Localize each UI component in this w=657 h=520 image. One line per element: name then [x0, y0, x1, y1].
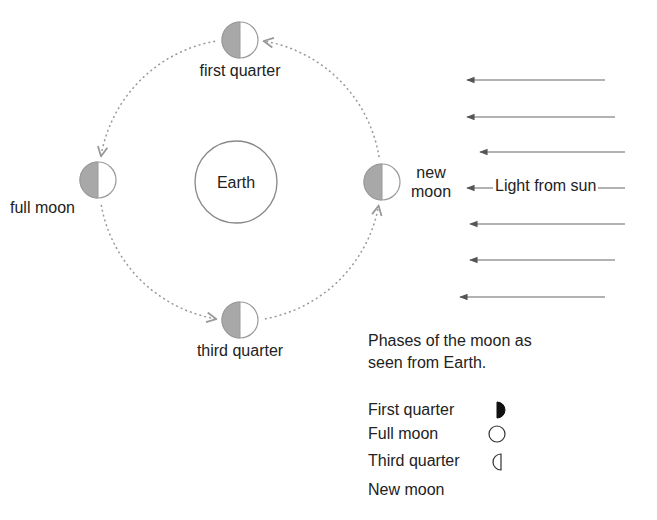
moon-shape	[221, 21, 259, 59]
light-ray	[470, 223, 625, 224]
orbit-arrow	[101, 41, 215, 155]
moon-outline	[80, 162, 116, 198]
moon-node: third quarter	[221, 301, 259, 339]
moon-dark-half	[80, 162, 98, 198]
orbit-arrow	[265, 41, 379, 157]
phase-label: new moon	[409, 163, 453, 201]
moon-dark-half	[222, 302, 240, 338]
moon-node: new moon	[363, 163, 401, 201]
moon-shape	[221, 301, 259, 339]
light-ray	[467, 116, 615, 117]
moon-outline	[222, 302, 258, 338]
earth-circle: Earth	[194, 140, 278, 224]
moon-shape	[79, 161, 117, 199]
moon-node: first quarter	[221, 21, 259, 59]
legend-text: New moon	[366, 480, 446, 499]
phase-label: third quarter	[195, 341, 285, 360]
moon-dark-half	[222, 22, 240, 58]
legend-heading: Phases of the moon as seen from Earth.	[366, 330, 560, 374]
legend-text: First quarter	[366, 400, 456, 419]
earth-outline	[195, 141, 277, 223]
orbit-arrow	[265, 207, 379, 319]
light-label: Light from sun	[493, 176, 598, 195]
moon-outline	[364, 164, 400, 200]
light-ray	[467, 79, 605, 80]
legend-text: Full moon	[366, 424, 440, 443]
light-ray	[460, 296, 605, 297]
full-moon-symbol	[489, 426, 505, 442]
earth-label: Earth	[215, 173, 257, 192]
phase-label: full moon	[8, 198, 77, 217]
moon-outline	[222, 22, 258, 58]
light-ray	[470, 259, 615, 260]
phase-label: first quarter	[198, 61, 283, 80]
legend-text: Third quarter	[366, 451, 462, 470]
light-ray	[480, 151, 625, 152]
moon-shape	[363, 163, 401, 201]
orbit-arrow	[101, 205, 215, 319]
sun-rays	[460, 80, 625, 297]
third-quarter-symbol	[493, 454, 501, 470]
moon-node: full moon	[79, 161, 117, 199]
first-quarter-symbol	[497, 402, 505, 418]
moon-dark-half	[364, 164, 382, 200]
